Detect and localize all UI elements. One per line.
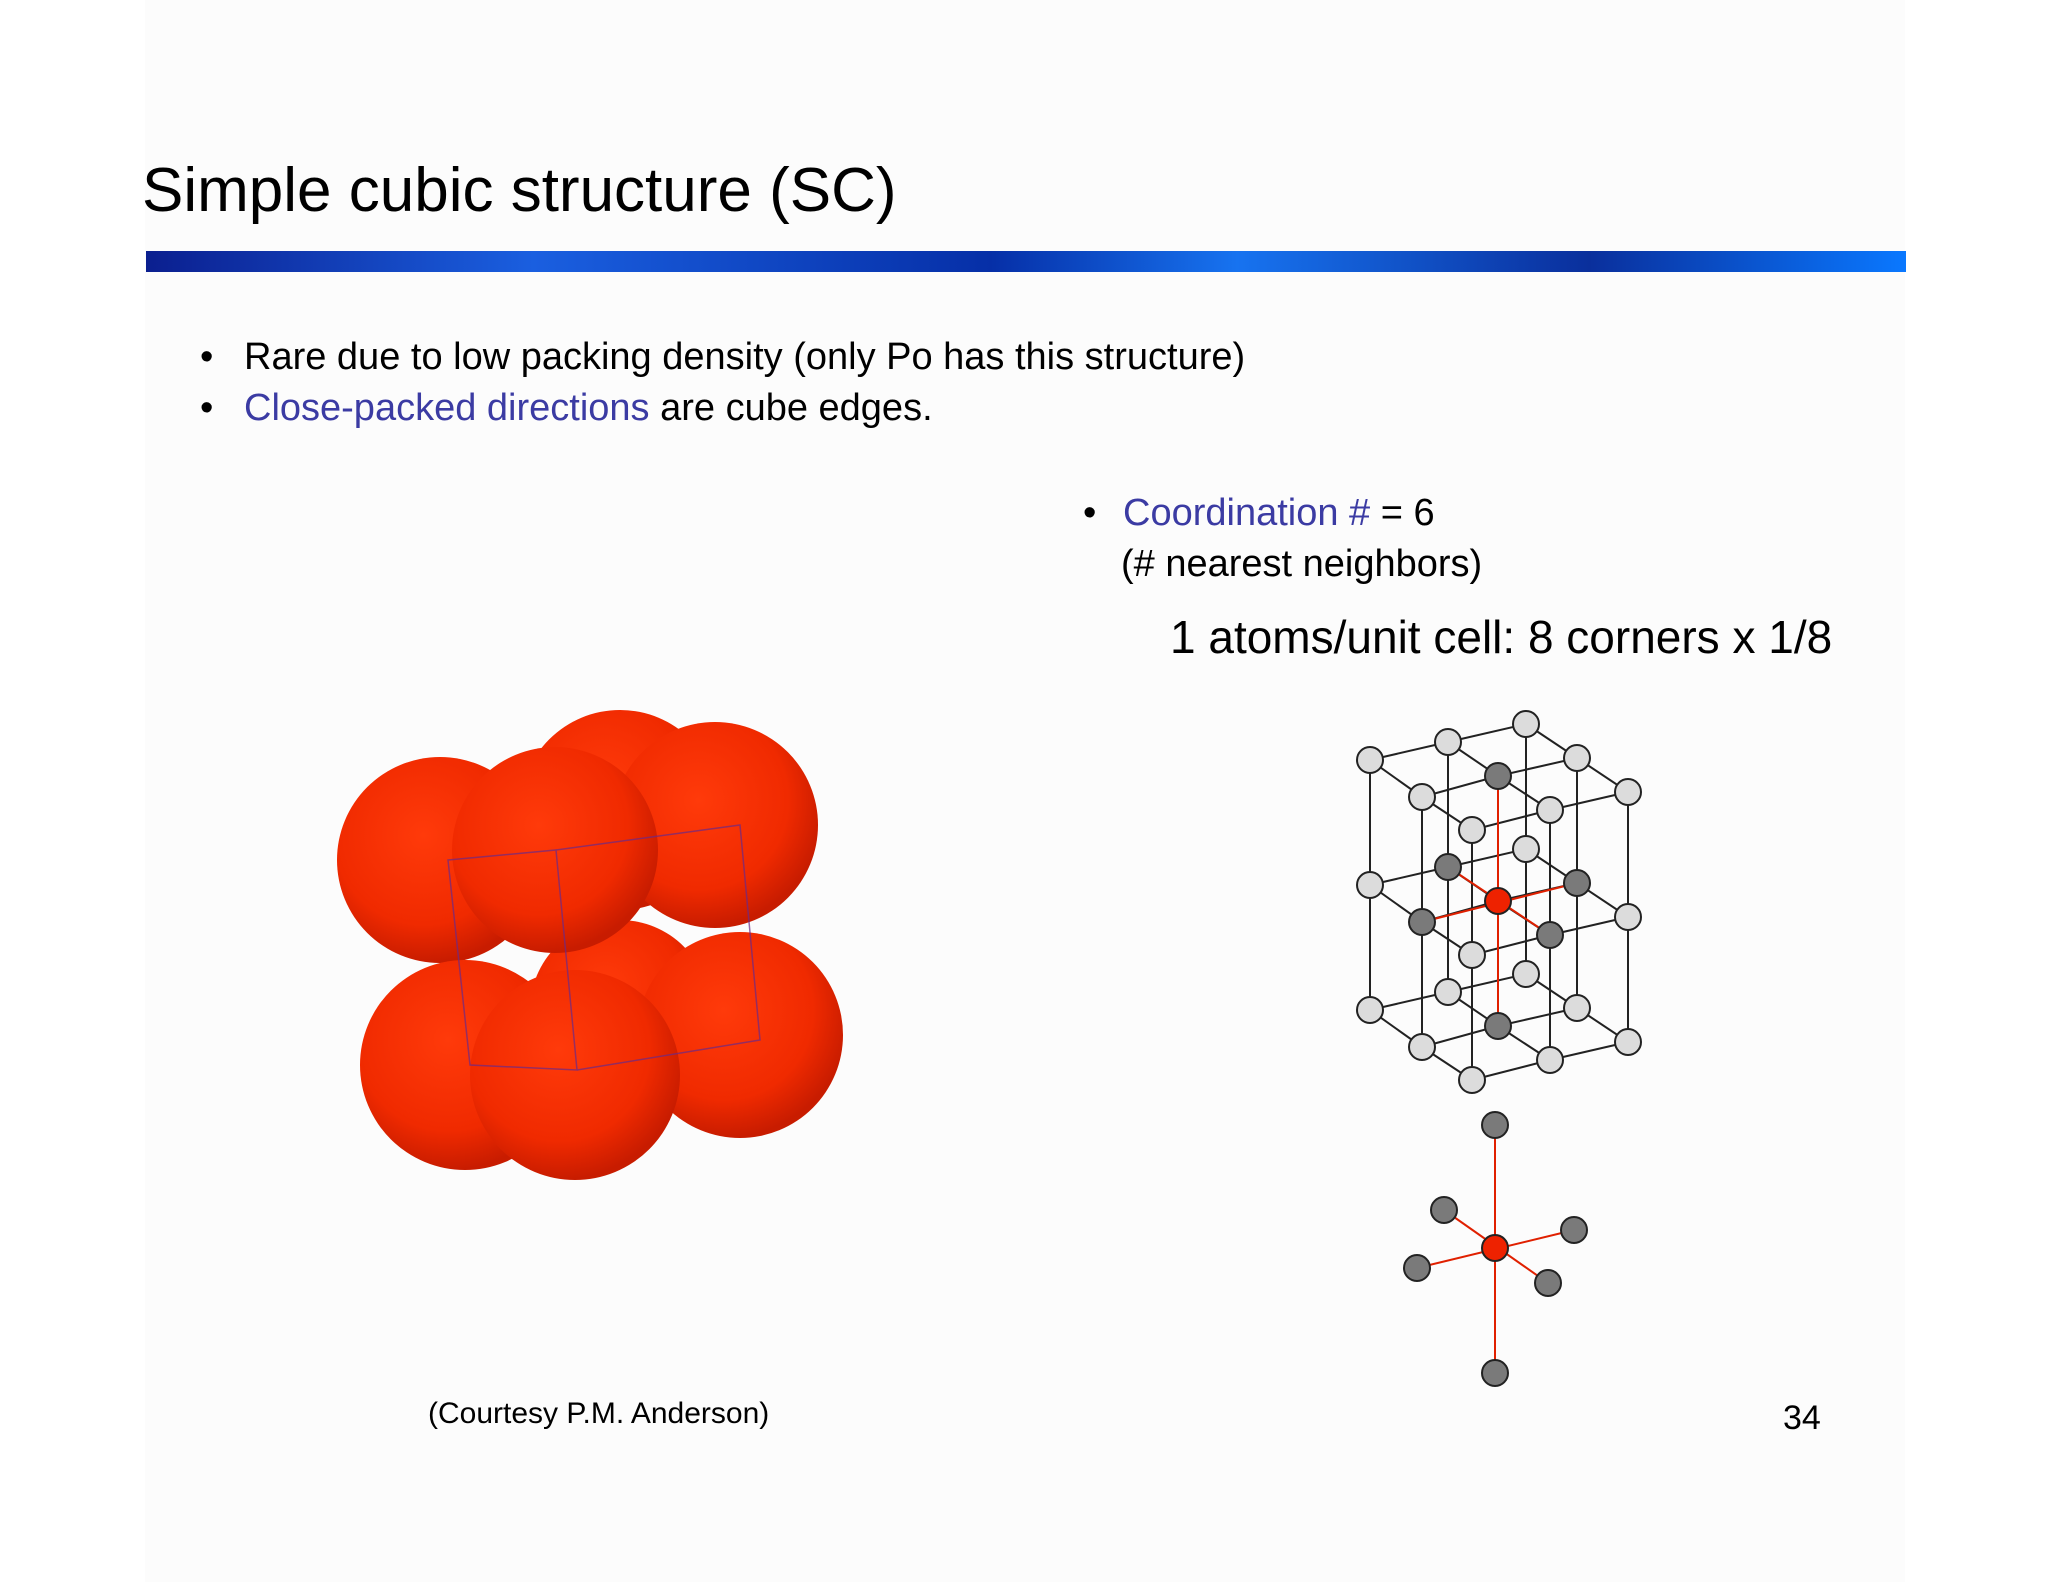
bullet-dot-icon: • — [200, 387, 214, 429]
lattice-atoms — [1356, 710, 1642, 1094]
bullet-accent-text: Close-packed directions — [244, 387, 650, 429]
atoms-per-unit-cell: 1 atoms/unit cell: 8 corners x 1/8 — [1170, 611, 1833, 663]
bullet-item-1: • Rare due to low packing density (only P… — [200, 332, 1245, 383]
hard-sphere-model-figure — [337, 710, 843, 1180]
lattice-diagram-figure — [1356, 710, 1642, 1387]
sphere-front-bottom — [470, 970, 680, 1180]
coordination-star — [1403, 1111, 1588, 1387]
lattice-grid-lines — [1369, 723, 1629, 1081]
slide-title: Simple cubic structure (SC) — [142, 156, 897, 225]
coordination-subtext: (# nearest neighbors) — [1121, 543, 1483, 585]
page-number: 34 — [1783, 1399, 1821, 1437]
coordination-label: Coordination # — [1123, 492, 1371, 534]
sphere-back-top-right — [612, 722, 818, 928]
bullet-item-2: • Close-packed directions are cube edges. — [200, 383, 1245, 434]
bullet-dot-icon: • — [1083, 492, 1097, 534]
sphere-bottom-right — [637, 932, 843, 1138]
coordination-value: = 6 — [1370, 492, 1435, 534]
bullet-list: • Rare due to low packing density (only P… — [200, 332, 1245, 434]
bullet-dot-icon: • — [200, 336, 214, 378]
coordination-bullet: • Coordination # = 6 (# nearest neighbors… — [1083, 488, 1482, 590]
bullet-text: are cube edges. — [649, 387, 933, 429]
figure-credit: (Courtesy P.M. Anderson) — [428, 1397, 770, 1430]
bullet-text: Rare due to low packing density (only Po… — [244, 336, 1246, 378]
unit-cell-outline — [447, 824, 761, 1071]
title-underline-bar — [146, 251, 1906, 272]
